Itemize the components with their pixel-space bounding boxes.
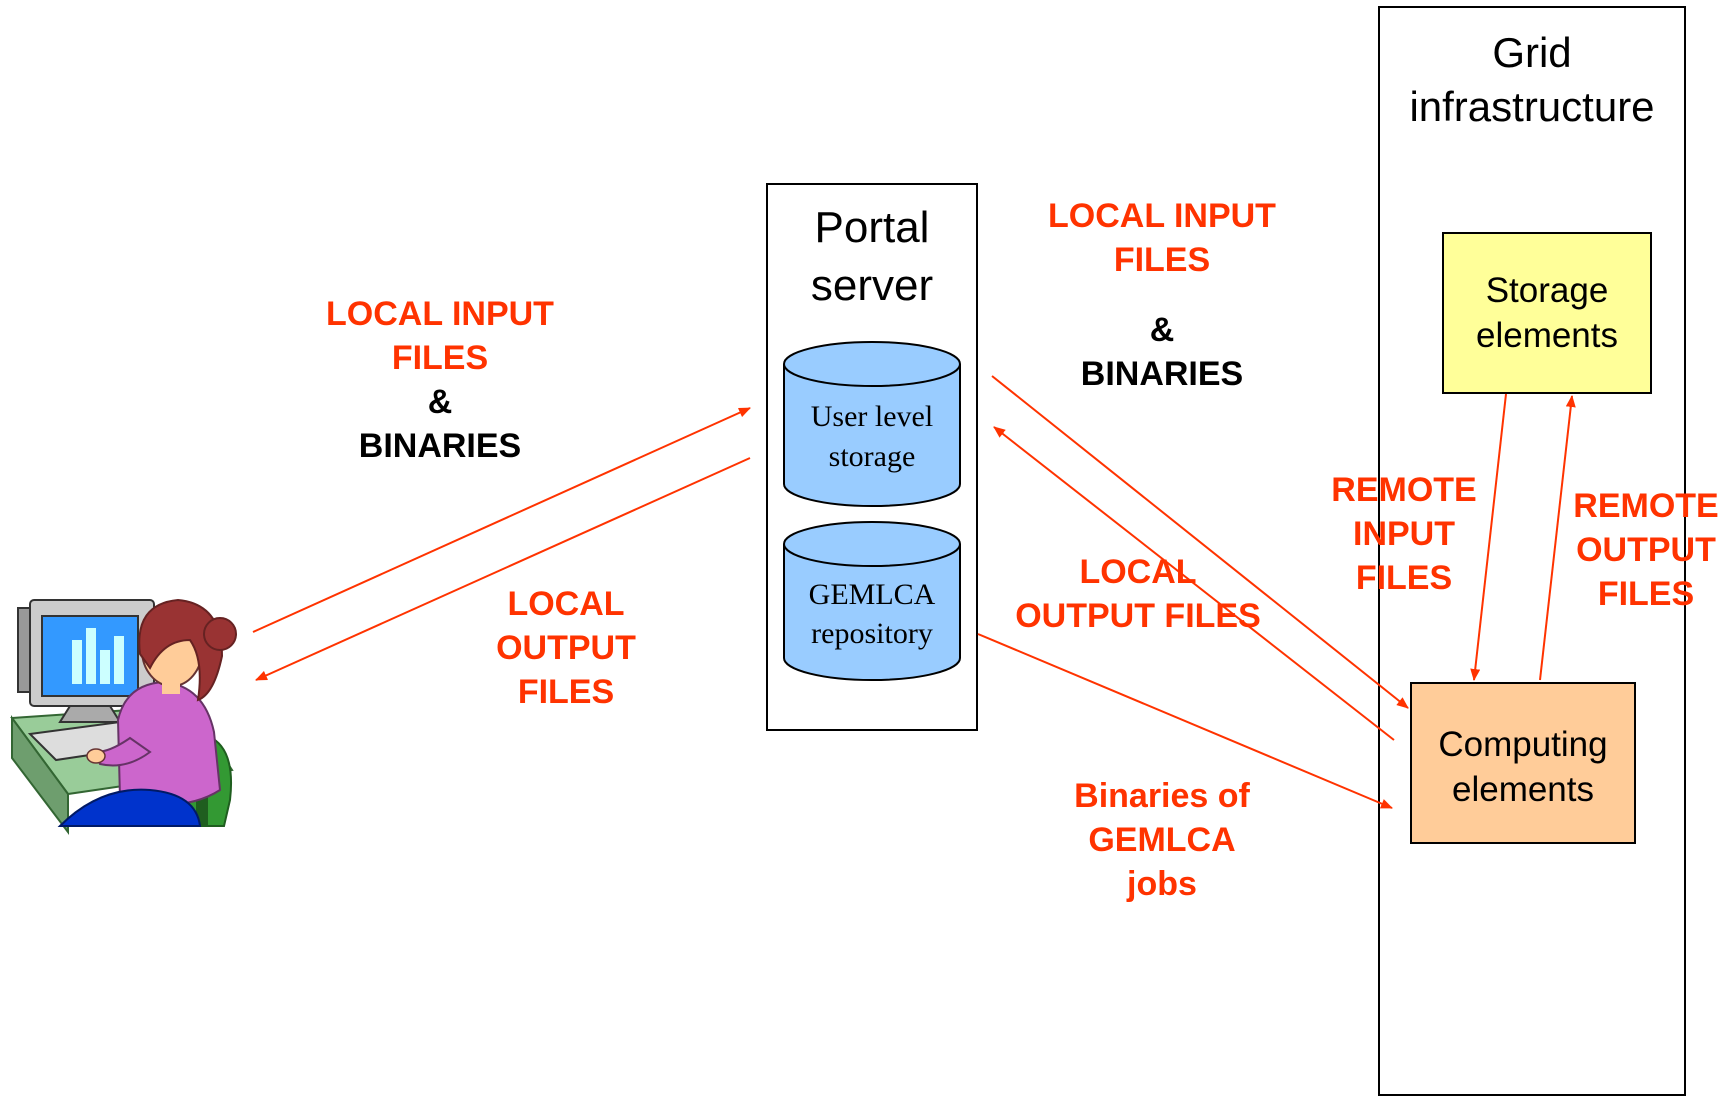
user-storage-line2: storage [829,440,916,473]
right-and: & [1149,311,1175,349]
binaries-of-gemlca-jobs-label: Binaries of GEMLCA jobs [1012,774,1312,906]
binaries-line1: Binaries of [1074,777,1250,815]
computing-elements-label: Computing elements [1412,722,1634,812]
remote-input-line1: REMOTE [1331,471,1477,509]
portal-title-line2: server [810,261,934,310]
remote-input-files-label: REMOTE INPUT FILES [1304,468,1504,600]
remote-output-line3: FILES [1597,575,1695,613]
gemlca-line2: repository [811,617,933,650]
storage-label-line1: Storage [1485,271,1609,310]
remote-input-line2: INPUT [1353,515,1455,553]
left-and: & [427,383,453,421]
computing-label-line2: elements [1451,770,1595,809]
remote-input-line3: FILES [1355,559,1453,597]
gemlca-repository-cylinder: GEMLCA repository [783,521,961,681]
arrow-portal-to-computing [991,375,1409,709]
grid-title: Grid infrastructure [1380,26,1684,134]
right-binaries: BINARIES [1080,355,1244,393]
left-input-files-label: LOCAL INPUT FILES [290,292,590,380]
storage-elements-label: Storage elements [1444,268,1650,358]
remote-output-files-label: REMOTE OUTPUT FILES [1546,484,1733,616]
remote-output-line2: OUTPUT [1576,531,1716,569]
arrow-portal-to-user [255,457,751,681]
portal-server-box: Portal server [766,183,978,731]
left-input-line1: LOCAL INPUT [326,295,554,333]
grid-title-line2: infrastructure [1409,82,1655,130]
portal-title: Portal server [768,199,976,315]
arrow-computing-to-storage [1539,395,1576,681]
right-output-files-label: LOCAL OUTPUT FILES [988,550,1288,638]
user-at-computer-icon [10,598,237,835]
arrow-gemlca-to-computing [977,633,1393,809]
right-output-line1: LOCAL [1079,553,1197,591]
right-input-files-label: LOCAL INPUT FILES [1012,194,1312,282]
binaries-line2: GEMLCA [1088,821,1236,859]
computing-label-line1: Computing [1438,725,1608,764]
left-output-line2: OUTPUT [496,629,636,667]
left-output-files-label: LOCAL OUTPUT FILES [466,582,666,714]
binaries-line3: jobs [1127,865,1197,903]
arrow-user-to-portal [252,407,751,633]
grid-infrastructure-box: Grid infrastructure [1378,6,1686,1096]
storage-elements-box: Storage elements [1442,232,1652,394]
right-output-line2: OUTPUT FILES [1015,597,1261,635]
remote-output-line1: REMOTE [1573,487,1719,525]
left-output-line3: FILES [517,673,615,711]
storage-label-line2: elements [1475,316,1619,355]
arrow-computing-to-portal [993,426,1395,741]
left-output-line1: LOCAL [507,585,625,623]
right-input-line2: FILES [1113,241,1211,279]
left-input-line2: FILES [391,339,489,377]
user-storage-line1: User level [811,400,933,433]
arrow-storage-to-computing [1470,393,1507,681]
left-binaries: BINARIES [358,427,522,465]
computing-elements-box: Computing elements [1410,682,1636,844]
right-binaries-label: & BINARIES [1012,308,1312,396]
grid-title-line1: Grid [1492,29,1572,76]
left-binaries-label: & BINARIES [290,380,590,468]
user-level-storage-cylinder: User level storage [783,341,961,507]
gemlca-line1: GEMLCA [809,578,936,611]
portal-title-line1: Portal [814,203,930,252]
right-input-line1: LOCAL INPUT [1048,197,1276,235]
